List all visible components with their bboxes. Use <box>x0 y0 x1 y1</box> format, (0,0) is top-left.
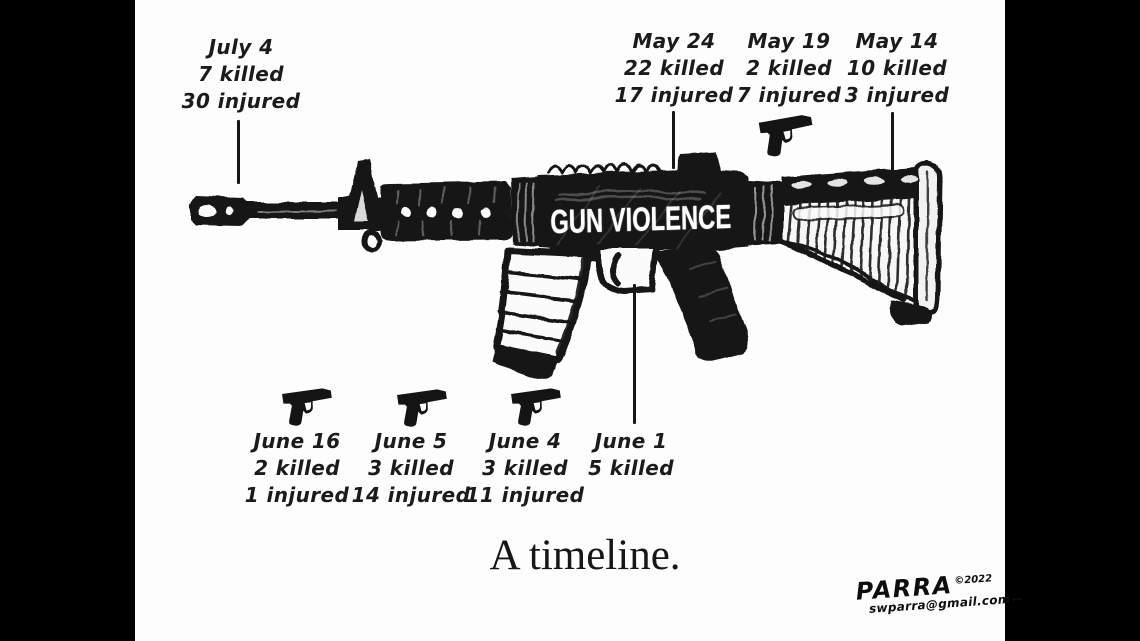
event-killed: 22 killed <box>623 56 725 80</box>
event-killed: 3 killed <box>368 456 454 480</box>
event-killed: 7 killed <box>198 62 284 86</box>
pistol-icon <box>282 388 332 426</box>
event-callout-july-4: July 4 7 killed 30 injured <box>166 34 316 115</box>
event-killed: 5 killed <box>588 456 674 480</box>
event-date: June 16 <box>253 429 341 453</box>
event-date: May 24 <box>632 29 716 53</box>
event-date: May 19 <box>747 29 831 53</box>
event-date: June 5 <box>374 429 448 453</box>
pistol-icon <box>511 388 561 426</box>
copyright-year: ©2022 <box>953 573 993 587</box>
signature-flourish: — <box>1010 591 1024 607</box>
callout-line <box>633 284 636 424</box>
event-injured: 30 injured <box>181 89 301 113</box>
caption-title: A timeline. <box>489 532 681 579</box>
callout-line <box>891 112 894 172</box>
event-date: May 14 <box>855 29 939 53</box>
pistol-icon <box>758 115 813 157</box>
callout-line <box>672 111 675 169</box>
event-date: June 4 <box>488 429 562 453</box>
event-killed: 10 killed <box>846 56 948 80</box>
callout-line <box>237 120 240 184</box>
event-injured: 1 injured <box>244 483 350 507</box>
event-injured: 14 injured <box>351 483 471 507</box>
event-callout-may-19: May 19 2 killed 7 injured <box>714 28 864 109</box>
event-killed: 2 killed <box>746 56 832 80</box>
event-killed: 3 killed <box>482 456 568 480</box>
event-callout-june-4: June 4 3 killed 11 injured <box>450 428 600 509</box>
event-injured: 11 injured <box>465 483 585 507</box>
event-callout-may-24: May 24 22 killed 17 injured <box>599 28 749 109</box>
event-date: July 4 <box>208 35 274 59</box>
event-callout-june-16: June 16 2 killed 1 injured <box>222 428 372 509</box>
event-callout-may-14: May 14 10 killed 3 injured <box>822 28 972 109</box>
event-killed: 2 killed <box>254 456 340 480</box>
event-injured: 3 injured <box>844 83 950 107</box>
event-callout-june-1: June 1 5 killed <box>556 428 706 482</box>
event-injured: 17 injured <box>614 83 734 107</box>
event-callout-june-5: June 5 3 killed 14 injured <box>336 428 486 509</box>
event-injured: 7 injured <box>736 83 842 107</box>
event-date: June 1 <box>594 429 668 453</box>
rifle-label: GUN VIOLENCE <box>550 198 732 241</box>
pistol-icon <box>397 389 447 427</box>
